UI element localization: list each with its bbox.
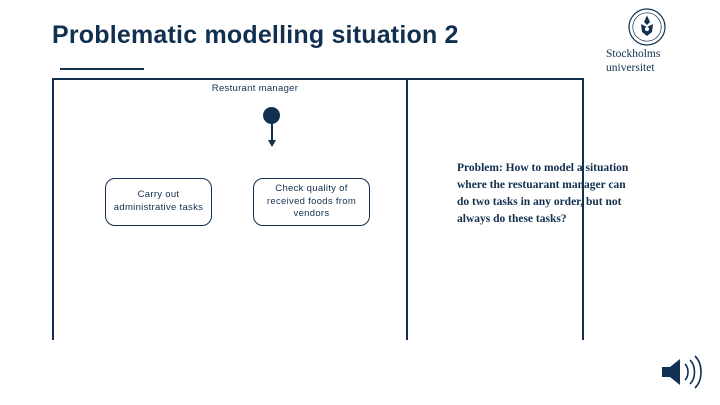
diagram-top-rule [60,68,144,70]
diagram-frame-left [52,78,54,340]
problem-statement: Problem: How to model a situation where … [457,162,629,226]
logo-text-line2: universitet [606,61,655,74]
action-node-check-quality-of-received-foods: Check quality of received foods from ven… [253,178,370,226]
diagram-frame-top-right [408,78,584,80]
swimlane-label: Resturant manager [211,83,299,94]
page-title: Problematic modelling situation 2 [52,21,459,49]
flow-arrow-line [271,124,273,142]
diagram-frame-top-left [52,78,406,80]
action-node-label: Carry out administrative tasks [113,189,204,213]
university-seal-icon [628,8,666,46]
flow-arrow-head-icon [267,140,276,147]
university-logo-text: Stockholms universitet [606,48,706,75]
diagram-frame-right [582,78,584,340]
diagram-swimlane-divider [406,78,408,340]
initial-node-icon [263,107,280,124]
speaker-audio-icon[interactable] [658,353,704,391]
activity-diagram: Resturant manager Carry out administrati… [52,68,584,340]
logo-text-line1: Stockholms [606,48,661,60]
action-node-carry-out-administrative-tasks: Carry out administrative tasks [105,178,212,226]
action-node-label: Check quality of received foods from ven… [266,182,357,220]
university-logo: Stockholms universitet [606,8,706,84]
